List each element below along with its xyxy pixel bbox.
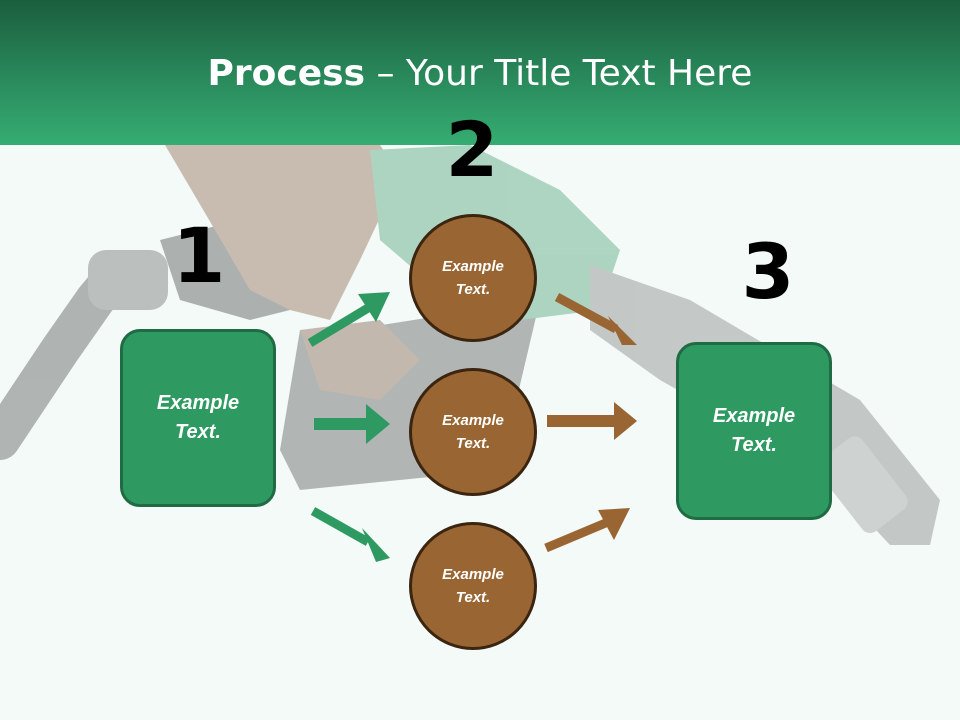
arrow-to-top-circle [307, 292, 390, 347]
arrow-from-bottom-circle [544, 508, 630, 553]
step-number-2: 2 [445, 105, 499, 194]
bottom-circle-text: Example Text. [442, 566, 504, 606]
bottom-brown-circle: Example Text. [409, 522, 537, 650]
right-box-text: Example Text. [712, 405, 796, 456]
title-banner [0, 0, 960, 145]
page-title: Process – Your Title Text Here [0, 52, 960, 96]
middle-circle-text: Example Text. [442, 412, 504, 452]
top-circle-text: Example Text. [442, 258, 504, 298]
title-rest-part: – Your Title Text Here [365, 53, 753, 94]
left-box-text: Example Text. [156, 392, 240, 443]
arrow-from-middle-circle [547, 402, 637, 440]
top-brown-circle: Example Text. [409, 214, 537, 342]
title-bold-part: Process [207, 53, 366, 94]
step-number-3: 3 [741, 227, 795, 316]
middle-brown-circle: Example Text. [409, 368, 537, 496]
right-green-box: Example Text. [676, 342, 832, 520]
arrow-to-middle-circle [314, 404, 390, 444]
left-green-box: Example Text. [120, 329, 276, 507]
arrow-from-top-circle [554, 293, 637, 345]
step-number-1: 1 [172, 211, 226, 300]
arrow-to-bottom-circle [310, 507, 390, 562]
